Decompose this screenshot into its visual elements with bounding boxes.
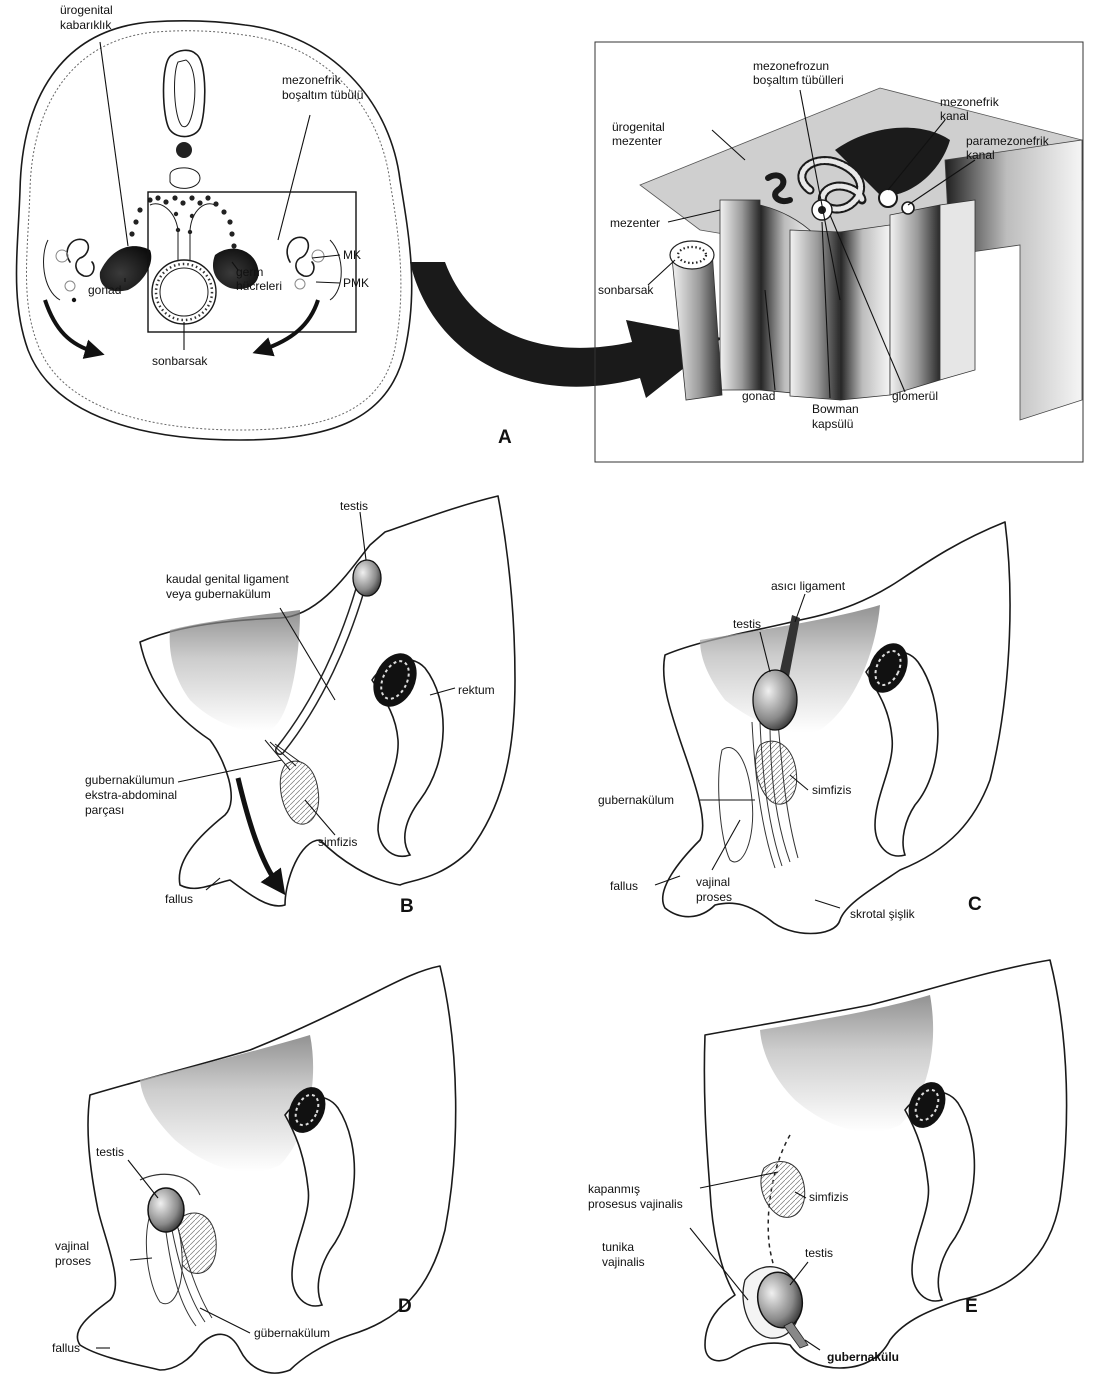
label-gonad-block: gonad <box>742 389 775 403</box>
label-phallus-d: fallus <box>52 1341 80 1355</box>
mesonephric-tubule-left <box>67 239 94 276</box>
symphysis-e <box>761 1162 805 1218</box>
label-symphysis-e: simfizis <box>809 1190 848 1204</box>
label-testis-d: testis <box>96 1145 124 1159</box>
panel-letter-e: E <box>965 1296 978 1317</box>
label-pmk: PMK <box>343 276 369 290</box>
label-suspensory: asıcı ligament <box>771 579 846 593</box>
label-gonad-a: gonad <box>88 283 121 297</box>
paramesonephric-duct <box>902 202 914 214</box>
label-glomerulus: glomerül <box>892 389 938 403</box>
label-gubernaculum-d: gübernakülum <box>254 1326 330 1340</box>
label-mesentery: mezenter <box>610 216 660 230</box>
gonad-column <box>790 230 840 400</box>
symphysis-b <box>280 761 318 824</box>
notochord <box>176 142 192 158</box>
label-scrotal-swelling: skrotal şişlik <box>850 907 916 921</box>
label-gubernaculum-e: gubernakülu <box>827 1350 899 1364</box>
neural-tube <box>164 50 205 136</box>
mesonephric-tubule-right <box>287 237 314 276</box>
label-testis-b: testis <box>340 499 368 513</box>
label-symphysis-c: simfizis <box>812 783 851 797</box>
testis-d <box>148 1188 184 1232</box>
label-symphysis-b: simfizis <box>318 835 357 849</box>
mesonephric-duct <box>879 189 897 207</box>
embryo-outline <box>17 21 412 440</box>
testis-c <box>753 670 797 730</box>
label-phallus-c: fallus <box>610 879 638 893</box>
label-hindgut-block: sonbarsak <box>598 283 654 297</box>
fold-arrow-right <box>262 300 318 350</box>
vaginal-process-c <box>719 747 753 861</box>
label-mk: MK <box>343 248 361 262</box>
panel-letter-d: D <box>398 1296 412 1317</box>
mesentery-column <box>720 200 760 390</box>
germ-cells <box>129 195 236 248</box>
label-phallus-b: fallus <box>165 892 193 906</box>
label-rectum-b: rektum <box>458 683 495 697</box>
panel-c: asıcı ligament testis gubernakülum simfi… <box>598 522 1010 934</box>
label-testis-e: testis <box>805 1246 833 1260</box>
testis-b <box>353 560 381 596</box>
label-testis-c: testis <box>733 617 761 631</box>
panel-letter-a: A <box>498 427 512 448</box>
fold-arrow-left <box>45 300 95 352</box>
abdominal-muscle-d <box>140 1035 313 1172</box>
hindgut-tube <box>672 250 722 400</box>
descent-arrow-b <box>238 778 278 885</box>
abdominal-muscle-b <box>170 610 300 731</box>
panel-letter-c: C <box>968 894 982 915</box>
label-hindgut-a: sonbarsak <box>152 354 208 368</box>
label-gubernaculum-c: gubernakülum <box>598 793 674 807</box>
panel-letter-b: B <box>400 896 414 917</box>
